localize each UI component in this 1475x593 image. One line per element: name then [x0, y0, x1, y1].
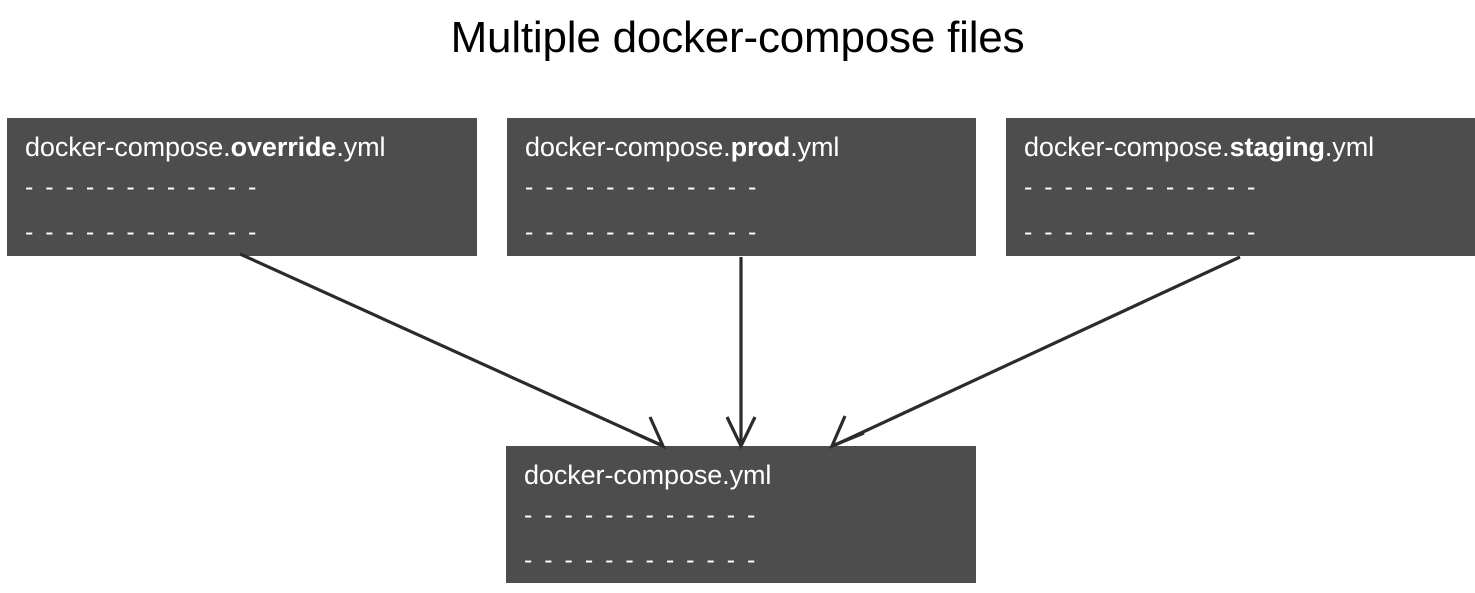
file-name-emphasis: staging [1229, 132, 1325, 162]
file-name-prefix: docker-compose. [525, 132, 731, 162]
arrow-staging-to-base [828, 255, 1241, 449]
file-card-staging[interactable]: docker-compose.staging.yml - - - - - - -… [1006, 118, 1475, 256]
file-name-base: docker-compose.yml [524, 460, 958, 491]
file-card-base[interactable]: docker-compose.yml - - - - - - - - - - -… [506, 446, 976, 583]
content-line-2: - - - - - - - - - - - - [1024, 218, 1258, 247]
content-line-1: - - - - - - - - - - - - [25, 173, 259, 202]
content-line-2: - - - - - - - - - - - - [525, 218, 759, 247]
content-line-1: - - - - - - - - - - - - [1024, 173, 1258, 202]
arrow-override-to-base [239, 252, 667, 450]
file-name-prefix: docker-compose. [25, 132, 231, 162]
content-line-2: - - - - - - - - - - - - [524, 546, 758, 575]
content-line-1: - - - - - - - - - - - - [524, 501, 758, 530]
file-card-override[interactable]: docker-compose.override.yml - - - - - - … [7, 118, 477, 256]
page-title: Multiple docker-compose files [450, 13, 1025, 62]
arrow-prod-to-base [725, 257, 757, 450]
file-name-staging: docker-compose.staging.yml [1024, 132, 1457, 163]
content-line-1: - - - - - - - - - - - - [525, 173, 759, 202]
file-name-suffix: .yml [1324, 132, 1374, 162]
file-name-emphasis: override [230, 132, 337, 162]
file-name-emphasis: prod [730, 132, 791, 162]
file-name-suffix: .yml [336, 132, 386, 162]
file-card-prod[interactable]: docker-compose.prod.yml - - - - - - - - … [507, 118, 976, 256]
file-name-prefix: docker-compose.yml [524, 460, 772, 490]
content-line-2: - - - - - - - - - - - - [25, 218, 259, 247]
file-name-override: docker-compose.override.yml [25, 132, 459, 163]
file-name-suffix: .yml [790, 132, 840, 162]
file-name-prefix: docker-compose. [1024, 132, 1230, 162]
file-name-prod: docker-compose.prod.yml [525, 132, 958, 163]
